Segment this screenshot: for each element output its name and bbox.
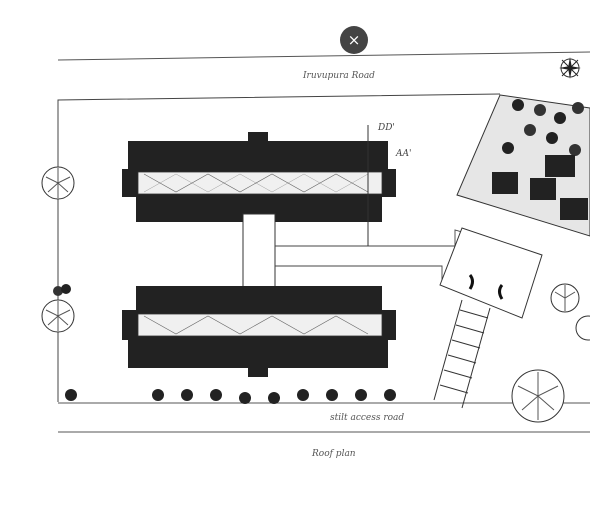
section-label-dd: DD' [377, 123, 395, 133]
building-block-upper [122, 132, 396, 222]
entrance-pavilion [439, 227, 543, 319]
tree-west-lower-icon [41, 299, 75, 333]
staircase [433, 299, 491, 409]
road-top-label: Iruvupura Road [302, 71, 375, 81]
building-block-lower [122, 286, 396, 377]
road-bottom-label: stilt access road [330, 413, 404, 423]
tree-west-upper-icon [41, 166, 75, 200]
tree-row-south [65, 389, 396, 404]
close-button[interactable]: × [340, 26, 368, 54]
walkway-lower [275, 265, 443, 285]
corridor-link [242, 213, 276, 295]
tree-south-east-icon [511, 369, 565, 423]
road-top-edge [57, 51, 590, 61]
close-icon[interactable]: × [347, 31, 361, 49]
tree-east-icon [550, 283, 590, 341]
section-label-aa: AA' [395, 149, 411, 159]
plan-title: Roof plan [311, 449, 356, 459]
courtyard-garden [456, 94, 590, 237]
north-arrow-icon [559, 57, 581, 79]
shrub-west-icon [53, 284, 71, 296]
